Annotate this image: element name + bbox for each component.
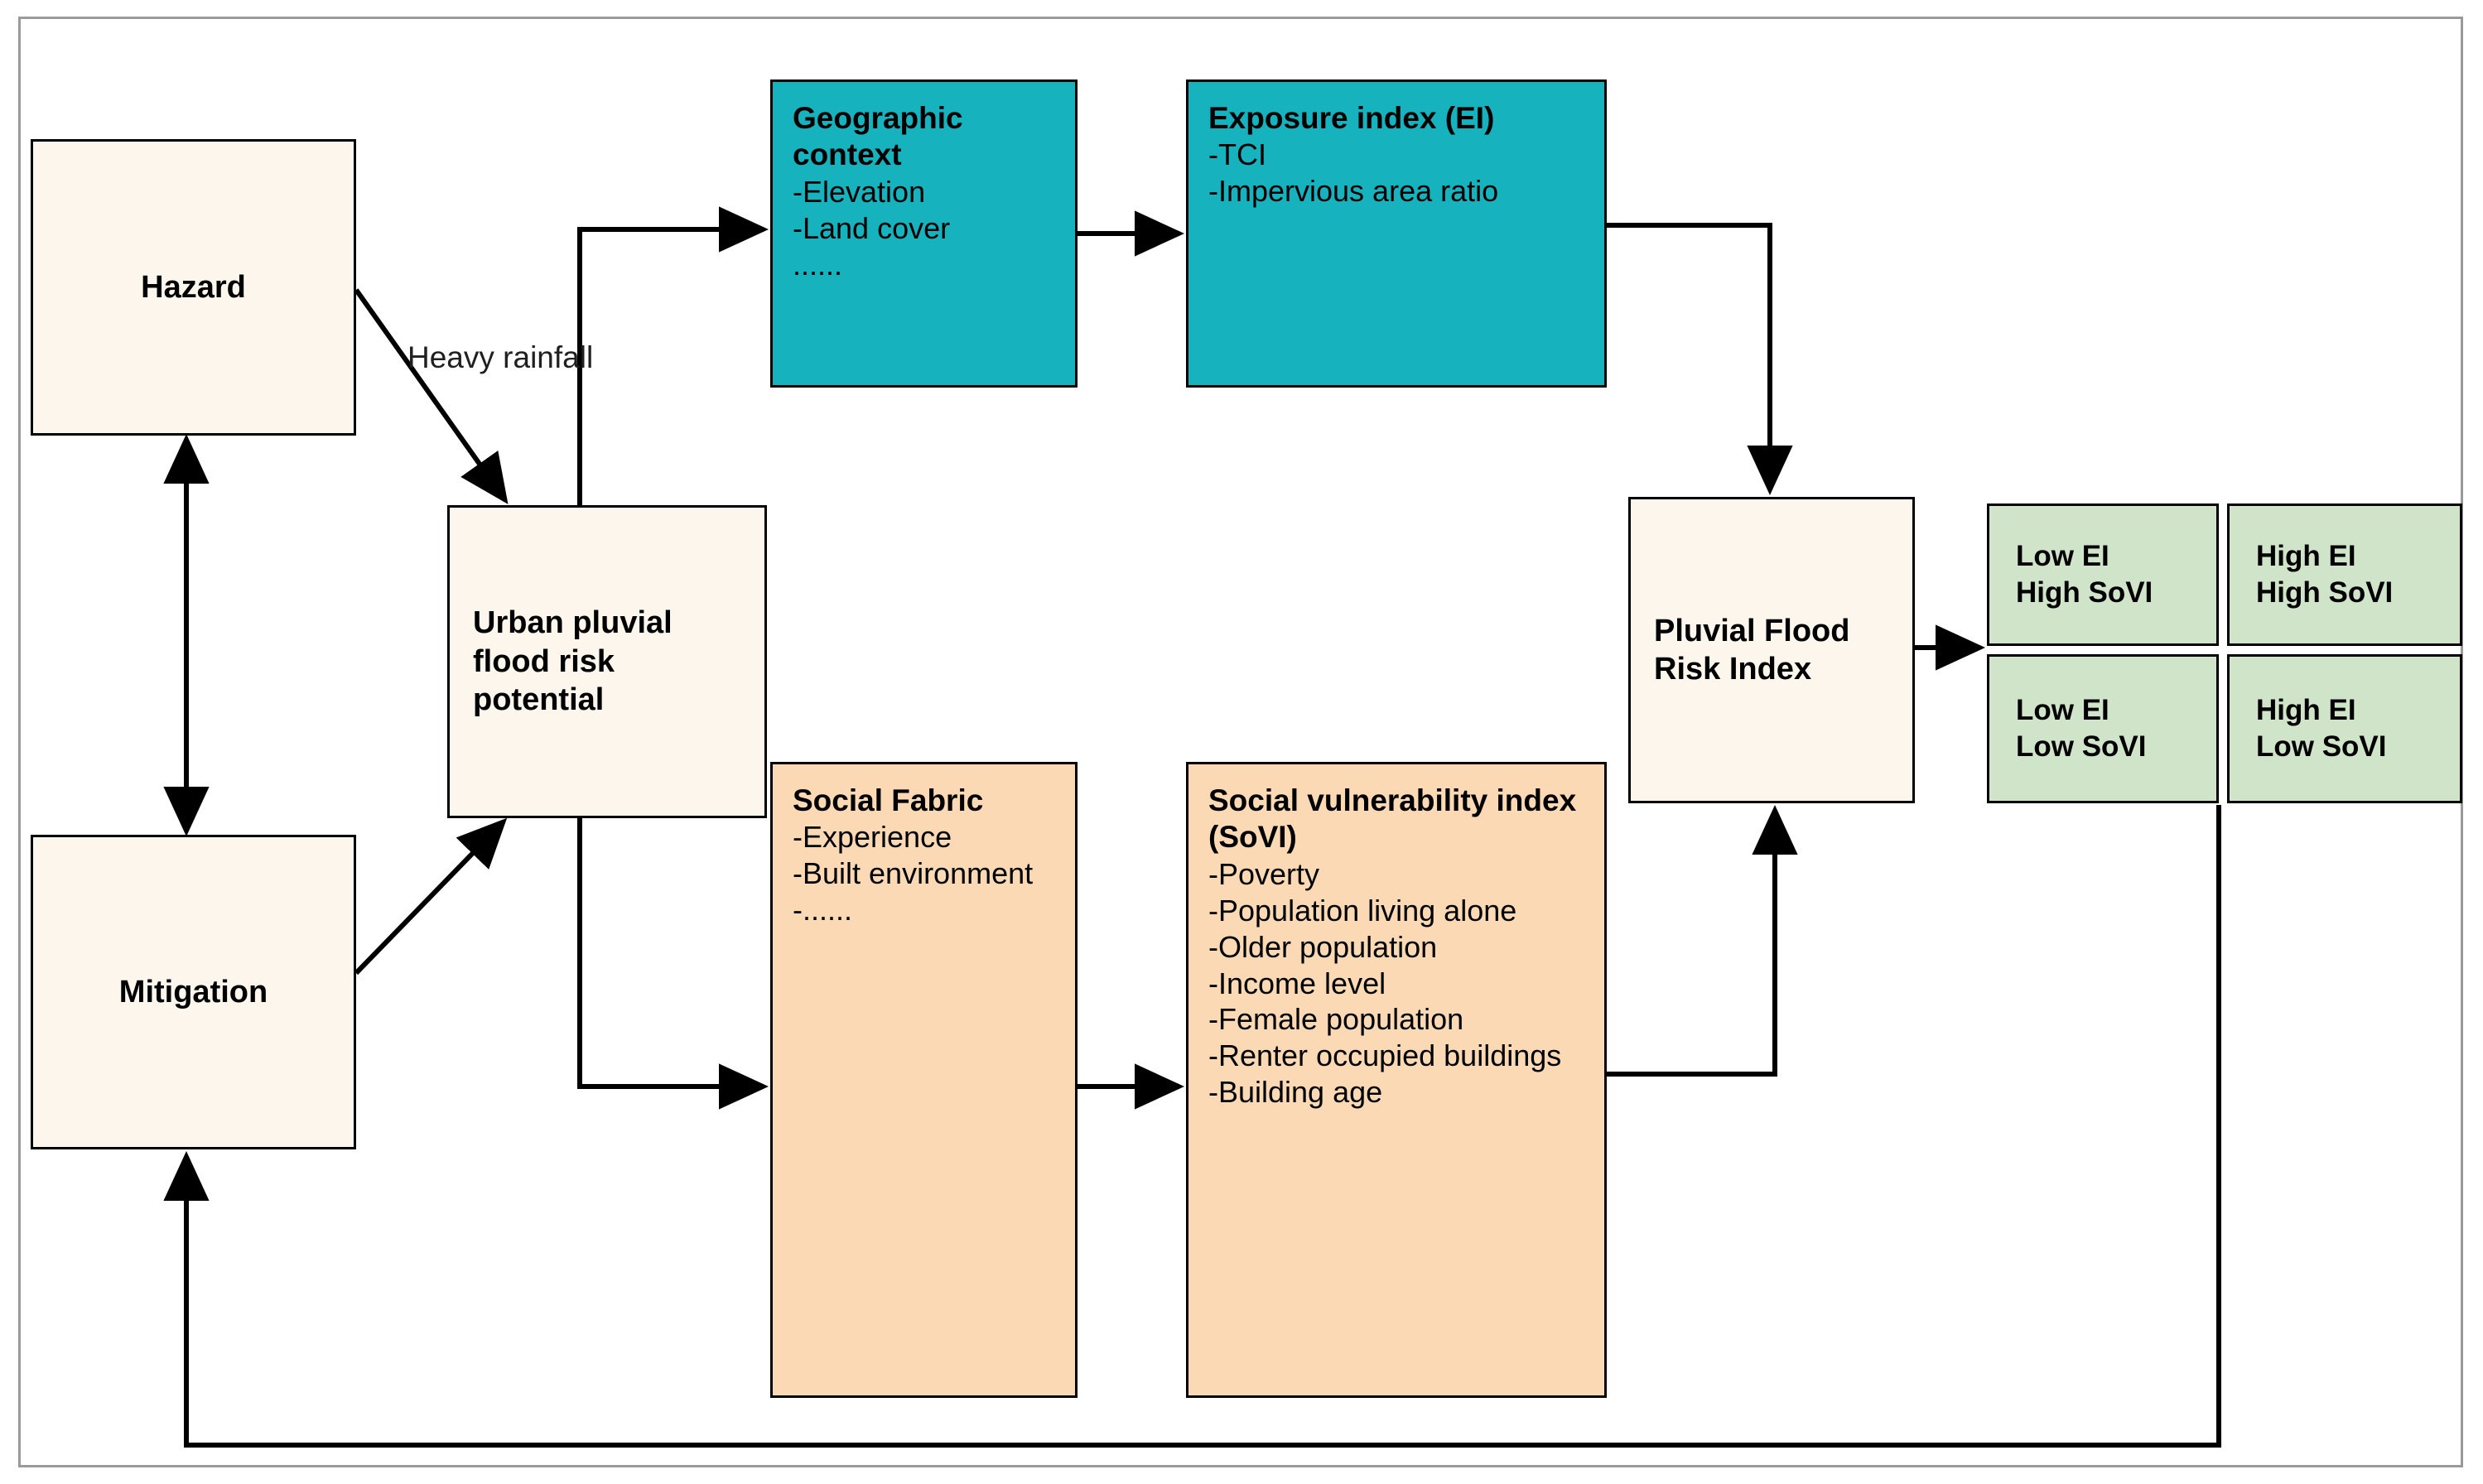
- quadrant-high-ei-low-sovi-line2: Low SoVI: [2256, 730, 2387, 763]
- node-pluvial-flood-risk-index-title: Pluvial Flood Risk Index: [1654, 613, 1850, 687]
- node-social-fabric-items: -Experience-Built environment-......: [793, 819, 1055, 928]
- node-urban-pluvial-flood-risk-potential-title: Urban pluvial flood risk potential: [473, 605, 673, 718]
- node-list-item: -Built environment: [793, 856, 1034, 891]
- edge-label-heavy-rainfall-line2: rainfall: [503, 340, 594, 374]
- edge-label-heavy-rainfall: Heavy rainfall: [407, 340, 593, 376]
- node-geographic-context-items: -Elevation-Land cover......: [793, 174, 1055, 283]
- quadrant-low-ei-high-sovi-line2: High SoVI: [2016, 576, 2153, 609]
- node-list-item: -Older population: [1208, 929, 1438, 964]
- node-list-item: -Experience: [793, 820, 952, 855]
- node-list-item: -Population living alone: [1208, 893, 1517, 928]
- node-list-item: -......: [793, 893, 852, 928]
- quadrant-low-ei-low-sovi-line2: Low SoVI: [2016, 730, 2147, 763]
- quadrant-low-ei-high-sovi-line1: Low EI: [2016, 539, 2109, 572]
- node-list-item: -Poverty: [1208, 856, 1320, 891]
- node-geographic-context[interactable]: Geographic context -Elevation-Land cover…: [770, 80, 1078, 388]
- quadrant-high-ei-low-sovi-line1: High EI: [2256, 693, 2356, 726]
- node-exposure-index[interactable]: Exposure index (EI) -TCI-Impervious area…: [1186, 80, 1607, 388]
- node-exposure-index-items: -TCI-Impervious area ratio: [1208, 137, 1584, 210]
- node-list-item: -TCI: [1208, 137, 1266, 172]
- node-social-fabric-title: Social Fabric: [793, 783, 984, 817]
- node-list-item: -Impervious area ratio: [1208, 174, 1499, 209]
- node-list-item: -Female population: [1208, 1002, 1464, 1037]
- node-social-fabric[interactable]: Social Fabric -Experience-Built environm…: [770, 762, 1078, 1398]
- node-geographic-context-title: Geographic context: [793, 101, 963, 172]
- node-list-item: -Income level: [1208, 966, 1386, 1000]
- node-hazard[interactable]: Hazard: [31, 139, 356, 436]
- node-list-item: -Elevation: [793, 174, 926, 209]
- node-mitigation[interactable]: Mitigation: [31, 835, 356, 1149]
- quadrant-high-ei-high-sovi-line2: High SoVI: [2256, 576, 2394, 609]
- quadrant-high-ei-low-sovi[interactable]: High EI Low SoVI: [2227, 654, 2462, 803]
- node-social-vulnerability-index[interactable]: Social vulnerability index (SoVI) -Pover…: [1186, 762, 1607, 1398]
- quadrant-high-ei-high-sovi-line1: High EI: [2256, 539, 2356, 572]
- node-list-item: ......: [793, 247, 843, 282]
- node-pluvial-flood-risk-index[interactable]: Pluvial Flood Risk Index: [1628, 497, 1915, 803]
- node-social-vulnerability-index-items: -Poverty-Population living alone-Older p…: [1208, 856, 1584, 1111]
- node-list-item: -Renter occupied buildings: [1208, 1038, 1562, 1073]
- node-exposure-index-title: Exposure index (EI): [1208, 101, 1495, 135]
- quadrant-high-ei-high-sovi[interactable]: High EI High SoVI: [2227, 504, 2462, 646]
- quadrant-low-ei-low-sovi-line1: Low EI: [2016, 693, 2109, 726]
- node-hazard-title: Hazard: [141, 269, 246, 305]
- node-list-item: -Land cover: [793, 210, 951, 245]
- quadrant-low-ei-high-sovi[interactable]: Low EI High SoVI: [1987, 504, 2219, 646]
- node-social-vulnerability-index-title: Social vulnerability index (SoVI): [1208, 783, 1577, 855]
- node-mitigation-title: Mitigation: [118, 974, 268, 1009]
- quadrant-low-ei-low-sovi[interactable]: Low EI Low SoVI: [1987, 654, 2219, 803]
- node-urban-pluvial-flood-risk-potential[interactable]: Urban pluvial flood risk potential: [447, 505, 767, 818]
- node-list-item: -Building age: [1208, 1075, 1383, 1110]
- edge-label-heavy-rainfall-line1: Heavy: [407, 340, 494, 374]
